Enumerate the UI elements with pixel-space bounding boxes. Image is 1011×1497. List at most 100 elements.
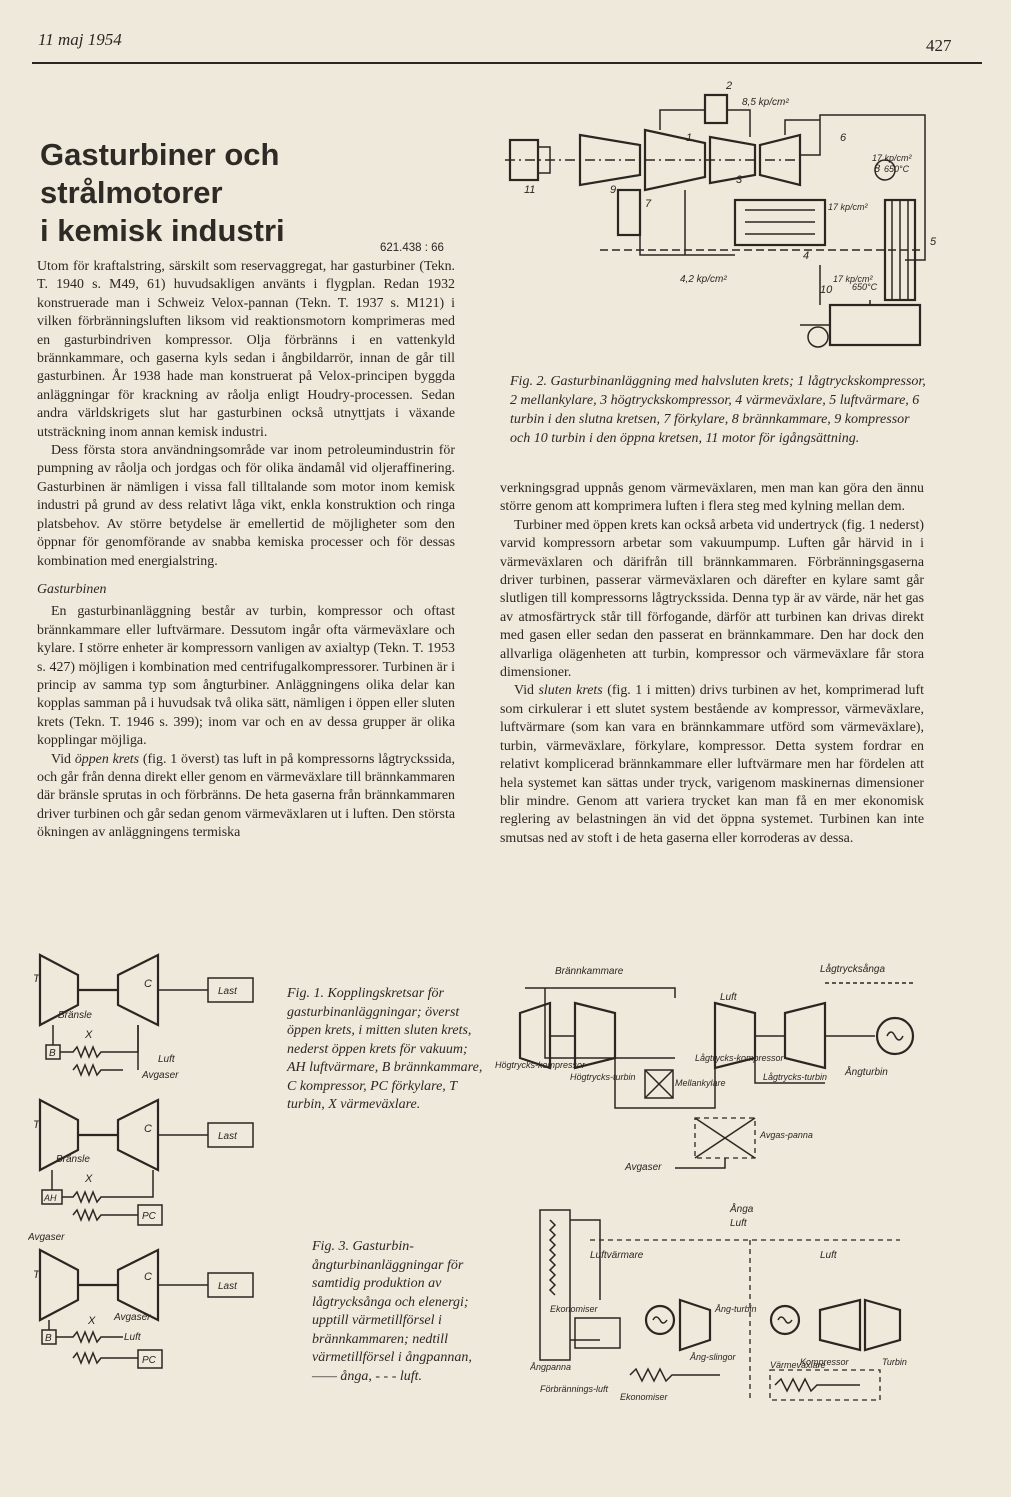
svg-text:8,5 kp/cm²: 8,5 kp/cm² [742,97,789,108]
svg-text:Last: Last [218,1281,238,1292]
svg-text:T: T [33,1119,41,1131]
header-rule [32,62,982,64]
svg-text:Ekonomiser: Ekonomiser [620,1392,669,1402]
fig1-closed-circuit: T C Last Bränsle X AH PC Avgaser [28,1098,254,1243]
fig3-caption: Fig. 3. Gasturbin-ångturbinanläggningar … [312,1239,472,1384]
svg-text:Högtrycks-kompressor: Högtrycks-kompressor [495,1060,586,1070]
svg-text:X: X [87,1315,96,1327]
svg-text:Avgaser: Avgaser [113,1312,151,1323]
svg-text:T: T [33,1269,41,1281]
svg-text:9: 9 [610,184,616,196]
svg-text:17 kp/cm²: 17 kp/cm² [828,202,869,212]
left-column: Utom för kraftalstring, särskilt som res… [37,258,455,843]
svg-text:PC: PC [142,1355,157,1366]
svg-text:Luft: Luft [820,1250,838,1261]
paragraph-closed-circuit: Vid sluten krets (fig. 1 i mitten) drivs… [500,683,924,846]
svg-text:B: B [49,1048,56,1059]
svg-text:5: 5 [930,236,937,248]
svg-text:Avgaser: Avgaser [28,1232,65,1243]
udc-code: 621.438 : 66 [380,242,444,254]
page-number: 427 [926,36,952,55]
fig3-diagram: Ånga Luft Luftvärmare Luft Ekonomiser Ån… [530,1202,907,1402]
combustion-chamber-8 [874,159,896,181]
fig1-open-circuit: T C Last Bränsle X B Luft Avgaser [33,953,254,1081]
svg-text:Lågtrycks-kompressor: Lågtrycks-kompressor [695,1053,785,1063]
svg-text:17 kp/cm²: 17 kp/cm² [872,153,913,163]
svg-text:7: 7 [645,198,652,210]
svg-text:17 kp/cm²: 17 kp/cm² [833,274,874,284]
subheading: Gasturbinen [37,581,107,597]
svg-text:B: B [45,1333,52,1344]
fig2-diagram: 2 8,5 kp/cm² 1 6 17 kp/cm² 8 650°C 3 17 … [505,80,937,348]
svg-text:Mellankylare: Mellankylare [675,1078,726,1088]
right-column: verkningsgrad uppnås genom värmeväxlaren… [500,480,924,848]
svg-text:Kompressor: Kompressor [800,1357,850,1367]
article-title: Gasturbiner och strålmotorer i kemisk in… [40,136,470,250]
plant-diagram: Brännkammare Lågtrycksånga Luft Högtryck… [495,963,915,1173]
paragraph-open-circuit: Vid öppen krets (fig. 1 överst) tas luft… [37,751,455,841]
svg-text:Ångpanna: Ångpanna [530,1362,571,1372]
svg-text:Ånga: Ånga [729,1202,754,1215]
svg-text:Brännkammare: Brännkammare [555,966,624,977]
svg-text:Luft: Luft [158,1054,176,1065]
svg-text:Lågtrycks-turbin: Lågtrycks-turbin [763,1072,827,1082]
fig1-vacuum-circuit: T C Last X Avgaser B Luft PC [33,1248,254,1369]
svg-text:C: C [144,1123,152,1135]
svg-text:X: X [84,1029,93,1041]
svg-text:C: C [144,978,152,990]
svg-text:Last: Last [218,1131,238,1142]
svg-text:Last: Last [218,986,238,997]
fig1-caption: Fig. 1. Kopplingskretsar för gasturbinan… [287,986,483,1112]
lp-compressor-1 [643,128,707,192]
intercooler-2 [703,93,729,125]
title-line-1: Gasturbiner och strålmotorer [40,137,280,210]
svg-text:Bränsle: Bränsle [58,1010,92,1021]
svg-text:4: 4 [803,250,809,262]
svg-text:650°C: 650°C [852,282,878,292]
svg-text:6: 6 [840,132,847,144]
svg-text:3: 3 [736,174,743,186]
paragraph: verkningsgrad uppnås genom värmeväxlaren… [500,481,924,515]
issue-date: 11 maj 1954 [38,30,122,49]
turbine-6 [758,133,802,187]
svg-text:Ångturbin: Ångturbin [844,1065,888,1078]
svg-text:Avgas-panna: Avgas-panna [759,1130,813,1140]
precooler-7 [616,188,642,237]
svg-text:Luftvärmare: Luftvärmare [590,1250,644,1261]
svg-text:Luft: Luft [720,992,738,1003]
svg-text:2: 2 [725,80,732,92]
svg-text:Avgaser: Avgaser [141,1070,179,1081]
svg-text:X: X [84,1173,93,1185]
svg-text:Bränsle: Bränsle [56,1154,90,1165]
compressor-9 [578,133,642,187]
svg-text:C: C [144,1271,152,1283]
paragraph: Utom för kraftalstring, särskilt som res… [37,259,455,440]
svg-text:Förbrännings-luft: Förbrännings-luft [540,1384,609,1394]
svg-text:Luft: Luft [730,1218,748,1229]
heat-exchanger-4 [733,198,827,247]
paragraph: En gasturbinanläggning består av turbin,… [37,604,455,749]
svg-text:10: 10 [820,284,833,296]
svg-text:650°C: 650°C [884,164,910,174]
paragraph: Dess första stora användningsområde var … [37,443,455,569]
svg-text:11: 11 [524,184,535,196]
svg-text:Luft: Luft [124,1332,142,1343]
svg-text:Avgaser: Avgaser [624,1162,662,1173]
svg-text:Ång-slingor: Ång-slingor [689,1352,737,1362]
svg-text:PC: PC [142,1211,157,1222]
fig2-caption: Fig. 2. Gasturbinanläggning med halvslut… [510,374,926,446]
svg-text:Turbin: Turbin [882,1357,907,1367]
svg-text:Högtrycks-turbin: Högtrycks-turbin [570,1072,636,1082]
svg-text:1: 1 [686,132,692,144]
svg-text:4,2 kp/cm²: 4,2 kp/cm² [680,274,727,285]
svg-text:T: T [33,973,41,985]
svg-text:8: 8 [874,163,881,175]
title-line-2: i kemisk industri [40,213,285,248]
turbine-10 [828,303,922,347]
svg-text:Lågtrycksånga: Lågtrycksånga [820,963,885,975]
svg-text:AH: AH [43,1193,57,1203]
svg-text:Ång-turbin: Ång-turbin [714,1304,757,1314]
paragraph: Turbiner med öppen krets kan också arbet… [500,517,924,681]
svg-text:Värmeväxlare: Värmeväxlare [770,1360,826,1370]
fig1-diagram: T C Last Bränsle X B Luft Avgaser T C La… [28,953,254,1369]
